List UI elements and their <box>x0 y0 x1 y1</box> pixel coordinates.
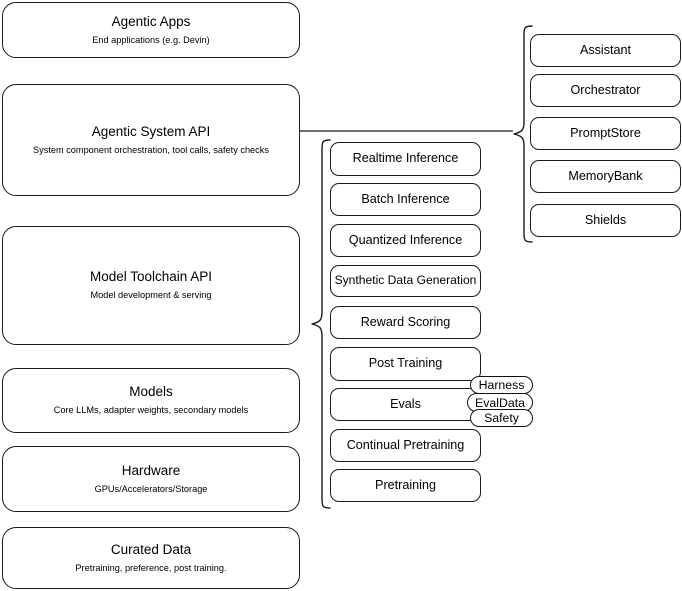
layer-subtitle: End applications (e.g. Devin) <box>92 34 210 45</box>
connector-system-api-to-services <box>300 124 515 138</box>
capability-label: Batch Inference <box>361 191 450 206</box>
layer-title: Agentic System API <box>91 123 211 139</box>
capability-label: Reward Scoring <box>360 314 451 329</box>
service-promptstore[interactable]: PromptStore <box>530 117 681 150</box>
capability-label: Evals <box>390 396 421 411</box>
capability-evals[interactable]: Evals <box>330 388 481 421</box>
service-shields[interactable]: Shields <box>530 204 681 237</box>
pill-label: Harness <box>478 378 525 392</box>
layer-subtitle: System component orchestration, tool cal… <box>33 144 269 155</box>
service-orchestrator[interactable]: Orchestrator <box>530 74 681 107</box>
service-label: PromptStore <box>570 125 641 140</box>
layer-subtitle: Model development & serving <box>90 290 212 301</box>
service-assistant[interactable]: Assistant <box>530 34 681 67</box>
service-label: Shields <box>584 212 627 227</box>
capability-post-training[interactable]: Post Training <box>330 347 481 381</box>
stack-layer-hardware[interactable]: Hardware GPUs/Accelerators/Storage <box>2 446 300 512</box>
capability-realtime-inference[interactable]: Realtime Inference <box>330 142 481 176</box>
capability-synthetic-data-generation[interactable]: Synthetic Data Generation <box>330 265 481 297</box>
stack-layer-curated-data[interactable]: Curated Data Pretraining, preference, po… <box>2 527 300 589</box>
layer-subtitle: Pretraining, preference, post training. <box>75 562 227 573</box>
stack-layer-agentic-system-api[interactable]: Agentic System API System component orch… <box>2 84 300 196</box>
layer-title: Hardware <box>121 462 181 478</box>
stack-layer-model-toolchain-api[interactable]: Model Toolchain API Model development & … <box>2 226 300 345</box>
service-memorybank[interactable]: MemoryBank <box>530 160 681 193</box>
capability-pretraining[interactable]: Pretraining <box>330 469 481 502</box>
service-label: Assistant <box>579 42 632 57</box>
service-label: MemoryBank <box>568 168 643 183</box>
layer-title: Curated Data <box>110 541 192 557</box>
evals-subcomponent-harness[interactable]: Harness <box>470 376 533 394</box>
capability-label: Synthetic Data Generation <box>334 273 477 288</box>
service-label: Orchestrator <box>570 82 641 97</box>
capability-label: Pretraining <box>375 477 436 492</box>
layer-title: Agentic Apps <box>111 13 191 29</box>
layer-subtitle: Core LLMs, adapter weights, secondary mo… <box>53 405 249 416</box>
layer-subtitle: GPUs/Accelerators/Storage <box>94 483 208 494</box>
capability-label: Post Training <box>368 356 443 371</box>
capability-label: Quantized Inference <box>348 232 463 247</box>
brace-toolchain-capabilities <box>306 138 332 512</box>
layer-title: Model Toolchain API <box>89 269 213 285</box>
evals-subcomponent-evaldata[interactable]: EvalData <box>467 393 533 412</box>
pill-label: Safety <box>484 411 519 425</box>
capability-reward-scoring[interactable]: Reward Scoring <box>330 306 481 339</box>
pill-label: EvalData <box>475 395 525 410</box>
evals-subcomponent-safety[interactable]: Safety <box>470 409 533 427</box>
stack-layer-agentic-apps[interactable]: Agentic Apps End applications (e.g. Devi… <box>2 2 300 58</box>
stack-layer-models[interactable]: Models Core LLMs, adapter weights, secon… <box>2 368 300 433</box>
capability-continual-pretraining[interactable]: Continual Pretraining <box>330 429 481 462</box>
capability-label: Continual Pretraining <box>346 437 465 452</box>
layer-title: Models <box>129 384 173 400</box>
capability-quantized-inference[interactable]: Quantized Inference <box>330 224 481 257</box>
capability-batch-inference[interactable]: Batch Inference <box>330 183 481 216</box>
capability-label: Realtime Inference <box>352 151 459 166</box>
